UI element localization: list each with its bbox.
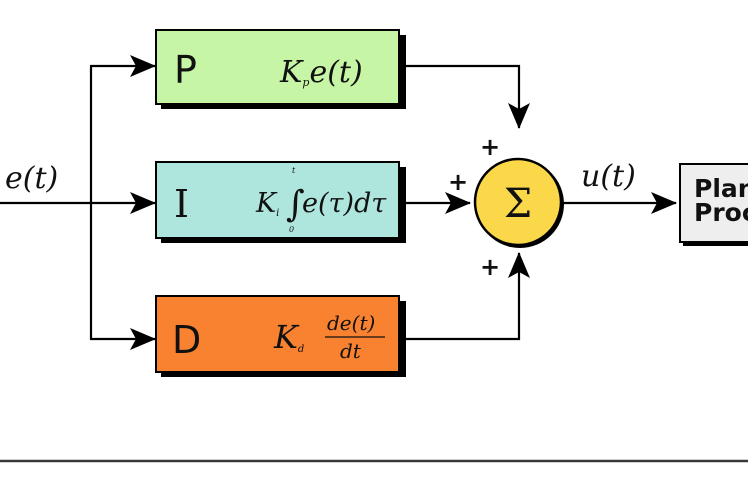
p-block-letter: P: [174, 48, 197, 92]
integral-lower-limit: 0: [289, 225, 294, 234]
plant-block: Plant / Process: [679, 163, 748, 246]
d-gain: Kd: [273, 318, 304, 356]
p-block: P Kpe(t): [155, 29, 406, 109]
integral-upper-limit: t: [292, 166, 296, 175]
p-block-box: [155, 29, 400, 105]
summer-circle: [473, 157, 563, 247]
plus-sign-top: +: [480, 133, 500, 161]
integral-symbol: ∫: [286, 184, 305, 225]
d-frac-denominator: dt: [340, 339, 362, 363]
sigma-symbol: Σ: [504, 181, 532, 227]
plant-box: [679, 163, 748, 243]
i-block: I Ki ∫ t 0 e(τ)dτ: [155, 161, 406, 243]
plus-sign-left: +: [448, 168, 468, 196]
p-to-summer-line: [406, 64, 530, 129]
p-gain: Kpe(t): [279, 55, 363, 90]
plus-sign-bottom: +: [480, 253, 500, 281]
i-block-box: [155, 161, 400, 239]
output-signal-label: u(t): [581, 159, 636, 194]
i-expr: e(τ)dτ: [302, 188, 387, 219]
input-signal-label: e(t): [5, 161, 58, 196]
plant-label-line2: Process: [694, 198, 748, 227]
i-gain: Ki: [255, 188, 279, 219]
d-block-letter: D: [172, 318, 201, 362]
d-block-box: [155, 295, 400, 373]
summing-junction: Σ: [473, 157, 564, 248]
d-to-summer-line: [406, 252, 530, 341]
d-block: D Kd de(t) dt: [155, 295, 406, 377]
i-block-letter: I: [174, 182, 189, 226]
d-frac-numerator: de(t): [327, 311, 375, 335]
plant-label-line1: Plant /: [694, 174, 748, 203]
